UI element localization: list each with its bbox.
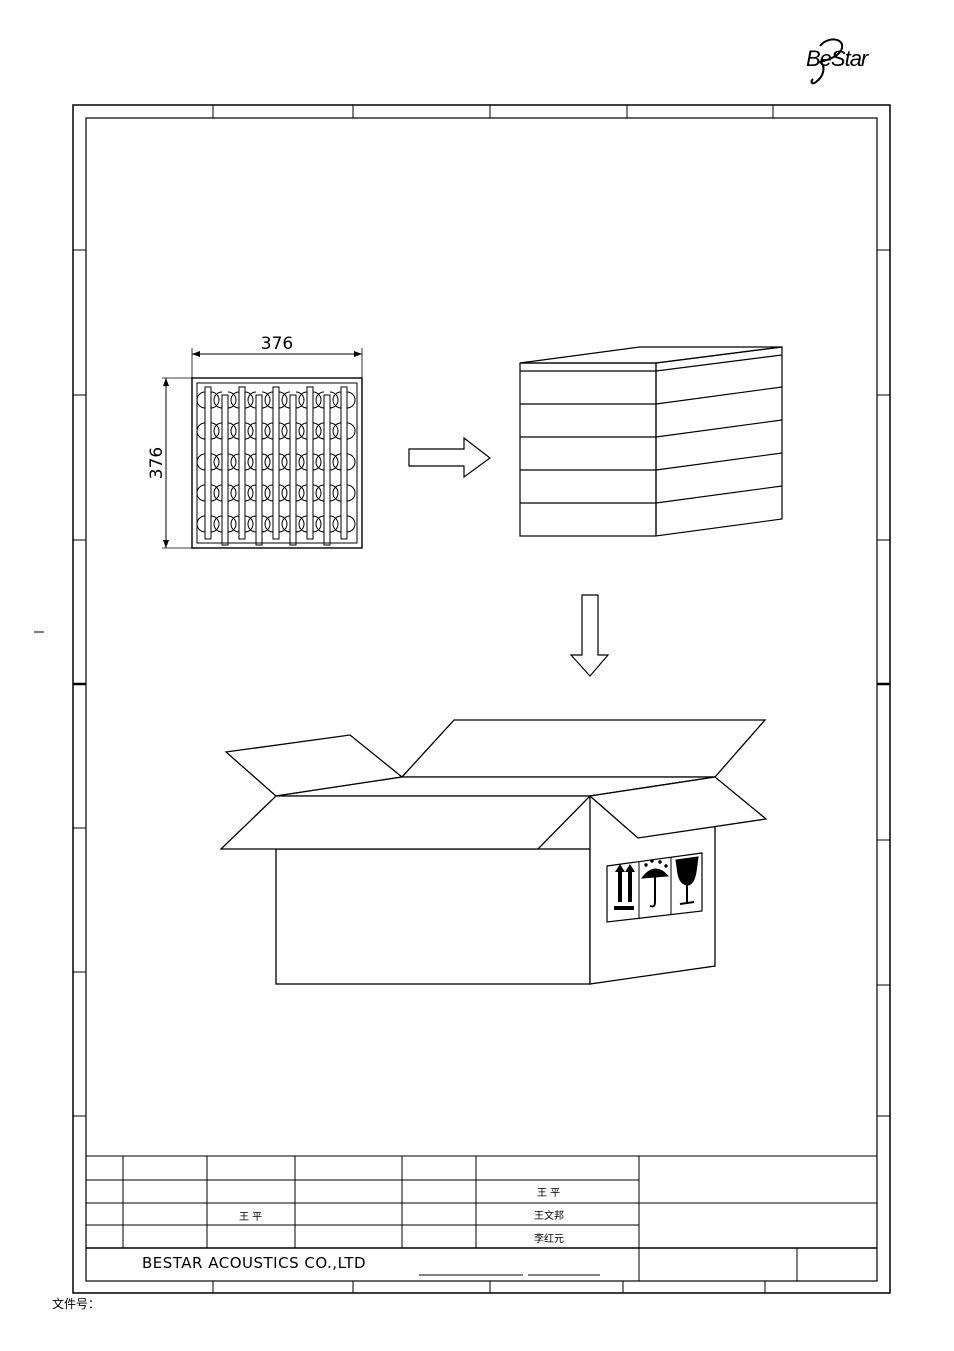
keep-dry-icon [640,859,670,908]
handling-labels [606,852,703,923]
title-block-name-row1: 王 平 [537,1188,561,1199]
bestar-logo: BeStar [806,36,886,88]
tray-stack-drawing [519,346,783,537]
down-arrow-icon [569,594,610,677]
carton-box-drawing [219,719,768,985]
tray-height-dimension: 376 [147,447,167,479]
company-name: BESTAR ACOUSTICS CO.,LTD [142,1254,367,1272]
logo-swirl-icon [810,38,844,85]
outer-frame [72,104,891,1294]
tray-drawing: 376 376 [147,334,363,549]
tray-width-dimension: 376 [261,334,293,354]
logo-text: BeStar [806,46,868,71]
fragile-icon [675,856,699,905]
title-block [86,1155,877,1281]
right-arrow-icon [408,436,492,479]
this-way-up-icon [614,864,635,910]
document-number-label: 文件号： [52,1297,101,1311]
title-block-name-row2: 王文邦 [534,1211,564,1222]
inner-frame [85,117,878,1282]
title-block-name-col-a: 王 平 [239,1212,263,1223]
zone-ticks [73,105,890,1293]
title-block-name-row3: 李红元 [534,1234,564,1245]
